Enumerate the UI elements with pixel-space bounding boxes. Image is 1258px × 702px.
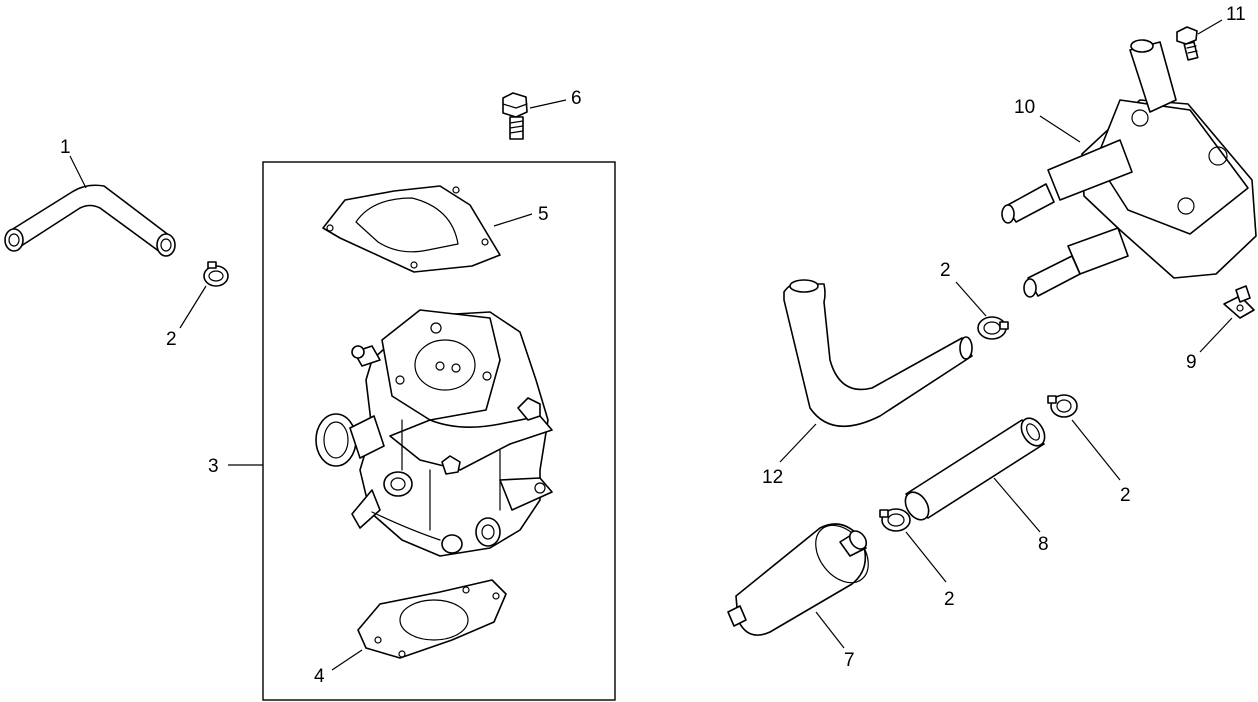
leader-lines [69,19,1233,671]
gasket-part-5 [322,185,501,273]
callout-9: 9 [1186,352,1197,373]
fuel-hose-part-12 [783,279,973,428]
hose-clamp-left [203,261,229,287]
hose-clamp-lower [879,508,911,532]
callout-10: 10 [1014,97,1035,118]
callout-11: 11 [1226,4,1246,25]
callout-2-left: 2 [166,329,177,350]
bolt-part-6 [502,92,528,140]
callout-3: 3 [208,456,219,477]
callout-5: 5 [538,204,549,225]
callout-12: 12 [762,467,783,488]
carburetor-assembly-box [262,161,616,701]
screw-part-9 [1223,285,1255,319]
callout-2-right: 2 [1120,485,1131,506]
fuel-filter-part-7 [727,523,869,636]
gasket-part-4 [357,579,507,659]
fuel-hose-part-1 [4,184,176,257]
hose-clamp-right [1047,394,1078,418]
callout-8: 8 [1038,534,1049,555]
callout-6: 6 [571,88,582,109]
hose-clamp-upper [977,316,1009,340]
fuel-pump-part-10 [1001,39,1257,298]
fuel-hose-part-8 [904,417,1046,521]
callout-2-upper: 2 [940,260,951,281]
carburetor-part-3 [315,309,553,557]
screw-part-11 [1176,26,1199,61]
callout-1: 1 [60,137,71,158]
callout-2-lower: 2 [944,589,955,610]
callout-4: 4 [314,666,325,687]
callout-7: 7 [844,650,855,671]
callout-labels: 1 2 3 4 5 6 7 8 9 10 11 12 2 2 2 [60,4,1246,687]
